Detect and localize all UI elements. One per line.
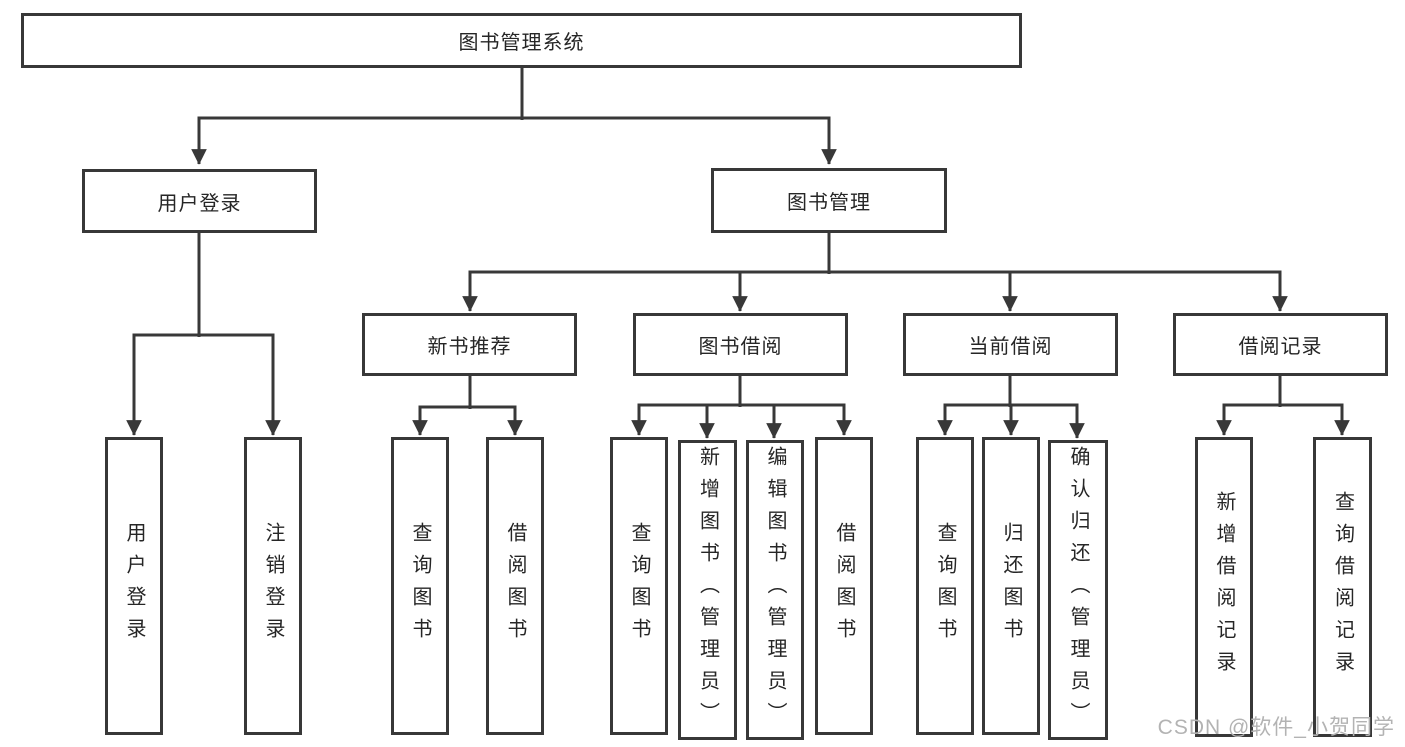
leaf-edit-book-admin-label: 编辑图书（管理员）	[764, 446, 786, 734]
node-book-management: 图书管理	[711, 168, 947, 233]
leaf-query-borrow-record: 查询借阅记录	[1313, 437, 1372, 737]
leaf-query-book-borrow-label: 查询图书	[628, 522, 650, 650]
leaf-query-borrow-record-label: 查询借阅记录	[1331, 491, 1354, 683]
leaf-edit-book-admin: 编辑图书（管理员）	[746, 440, 804, 740]
leaf-add-book-admin-label: 新增图书（管理员）	[696, 446, 719, 734]
leaf-confirm-return-admin-label: 确认归还（管理员）	[1067, 446, 1089, 734]
leaf-user-login: 用户登录	[105, 437, 163, 735]
leaf-query-book-recommend: 查询图书	[391, 437, 449, 735]
node-root-label: 图书管理系统	[458, 32, 585, 54]
node-current-borrow-label: 当前借阅	[968, 336, 1053, 358]
leaf-query-book-borrow: 查询图书	[610, 437, 668, 735]
node-new-book-recommend: 新书推荐	[362, 313, 577, 376]
node-book-borrow: 图书借阅	[633, 313, 848, 376]
leaf-return-book-label: 归还图书	[1000, 522, 1022, 650]
node-book-management-label: 图书管理	[787, 192, 871, 214]
node-borrow-records-label: 借阅记录	[1238, 336, 1323, 358]
node-borrow-records: 借阅记录	[1173, 313, 1388, 376]
leaf-borrow-book-recommend-label: 借阅图书	[504, 522, 526, 650]
node-root: 图书管理系统	[21, 13, 1022, 68]
leaf-add-borrow-record: 新增借阅记录	[1195, 437, 1253, 737]
leaf-add-borrow-record-label: 新增借阅记录	[1213, 491, 1235, 683]
leaf-logout: 注销登录	[244, 437, 302, 735]
node-book-borrow-label: 图书借阅	[698, 336, 783, 358]
node-new-book-recommend-label: 新书推荐	[427, 336, 512, 358]
node-user-login: 用户登录	[82, 169, 317, 233]
leaf-query-book-recommend-label: 查询图书	[409, 522, 431, 650]
leaf-borrow-book-recommend: 借阅图书	[486, 437, 544, 735]
leaf-query-book-current-label: 查询图书	[934, 522, 956, 650]
node-user-login-label: 用户登录	[157, 192, 242, 215]
leaf-query-book-current: 查询图书	[916, 437, 974, 735]
leaf-return-book: 归还图书	[982, 437, 1040, 735]
leaf-borrow-book: 借阅图书	[815, 437, 873, 735]
watermark: CSDN @软件_小贺同学	[1157, 716, 1395, 739]
node-current-borrow: 当前借阅	[903, 313, 1118, 376]
leaf-confirm-return-admin: 确认归还（管理员）	[1048, 440, 1108, 740]
leaf-logout-label: 注销登录	[262, 522, 284, 650]
leaf-user-login-label: 用户登录	[123, 522, 145, 650]
leaf-add-book-admin: 新增图书（管理员）	[678, 440, 737, 740]
leaf-borrow-book-label: 借阅图书	[833, 522, 855, 650]
